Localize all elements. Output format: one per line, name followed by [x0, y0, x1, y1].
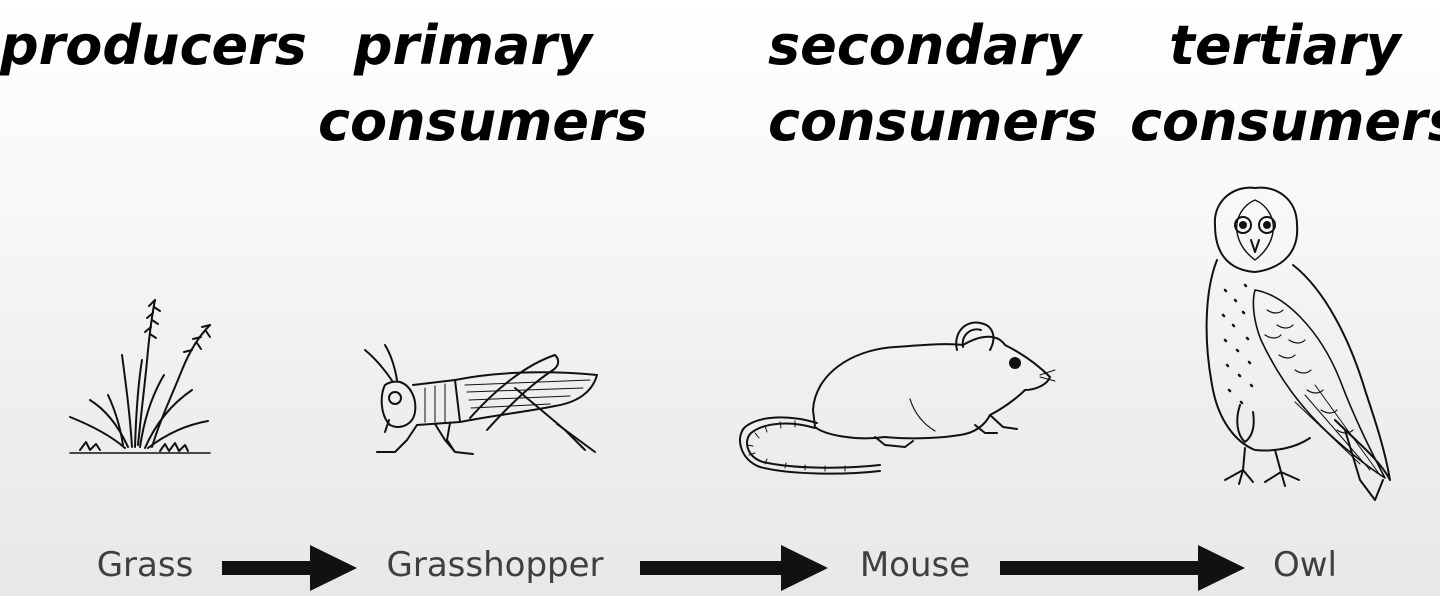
- heading-tertiary-line2: consumers: [1130, 90, 1440, 153]
- heading-secondary-consumers: secondary consumers: [768, 8, 1098, 160]
- heading-secondary-line1: secondary: [768, 14, 1082, 77]
- heading-producers-line1: producers: [0, 14, 307, 77]
- heading-producers: producers: [0, 8, 307, 84]
- arrow-grass-to-grasshopper: [222, 545, 357, 591]
- arrow-mouse-to-owl: [1000, 545, 1245, 591]
- grass-icon: [60, 295, 220, 465]
- heading-primary-line1: primary: [353, 14, 593, 77]
- label-owl: Owl: [1272, 545, 1337, 585]
- label-grass: Grass: [96, 545, 194, 585]
- heading-secondary-line2: consumers: [768, 90, 1098, 153]
- mouse-icon: [735, 315, 1055, 480]
- heading-primary-consumers: primary consumers: [318, 8, 648, 160]
- label-grasshopper: Grasshopper: [386, 545, 604, 585]
- grasshopper-icon: [355, 340, 605, 460]
- label-mouse: Mouse: [859, 545, 971, 585]
- heading-tertiary-line1: tertiary: [1169, 14, 1401, 77]
- owl-icon: [1195, 180, 1395, 515]
- heading-tertiary-consumers: tertiary consumers: [1130, 8, 1440, 160]
- heading-primary-line2: consumers: [318, 90, 648, 153]
- arrow-grasshopper-to-mouse: [640, 545, 828, 591]
